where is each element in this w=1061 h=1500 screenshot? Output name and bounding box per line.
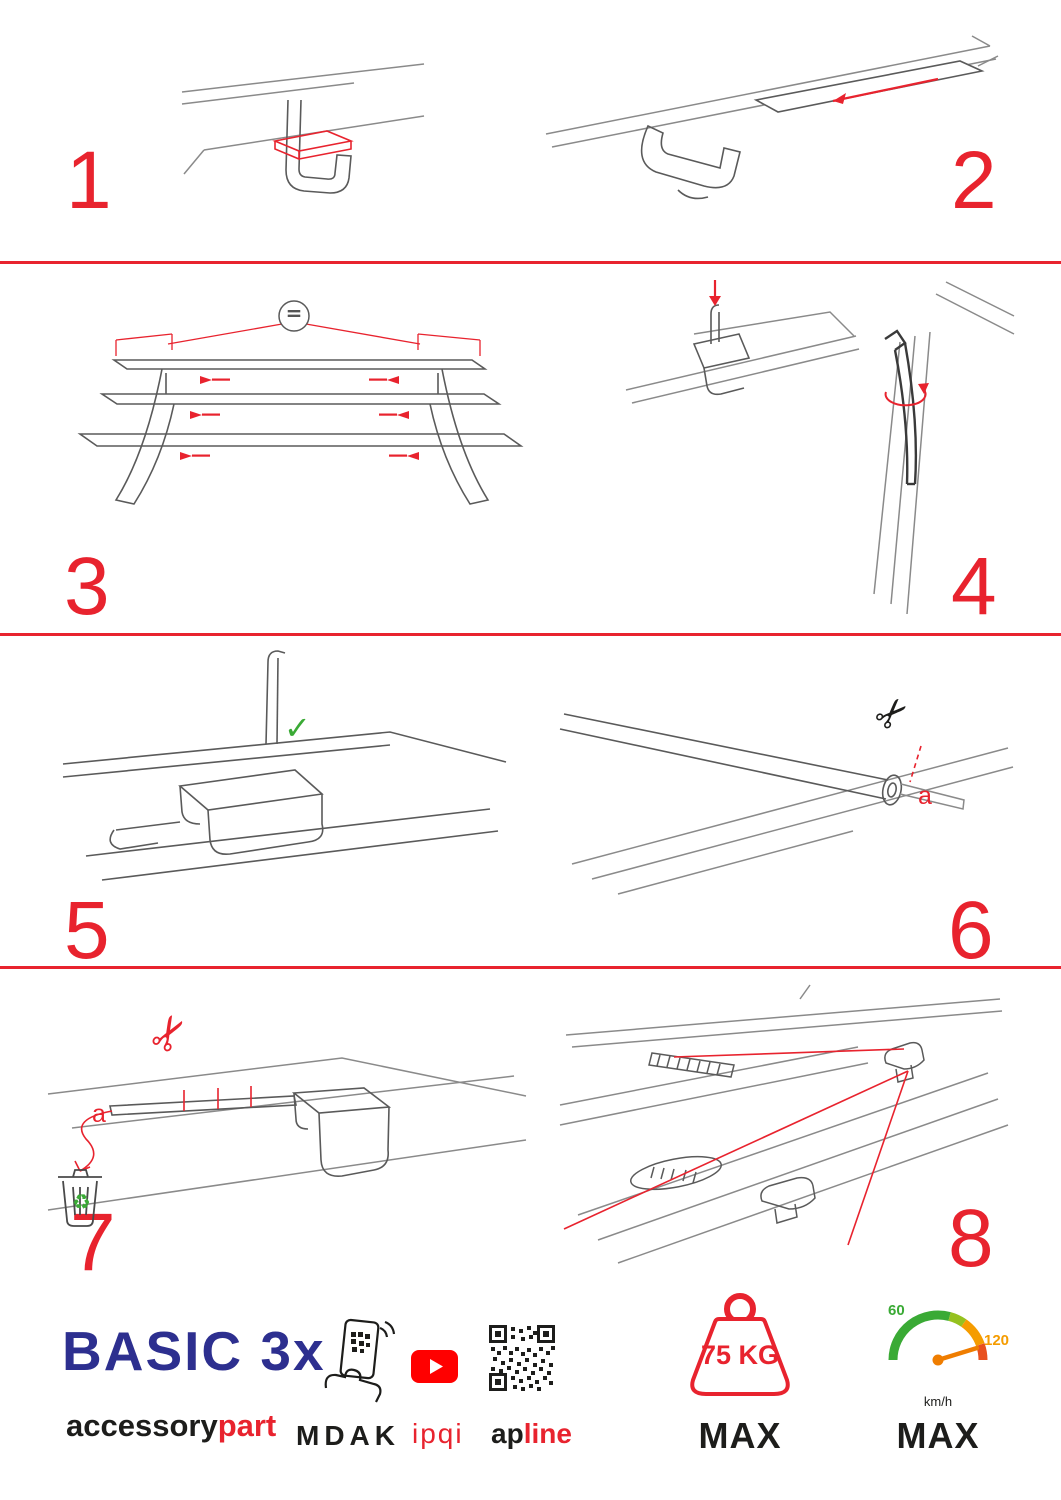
step-2-illustration [545,35,999,200]
rotate-arrow [884,387,927,407]
trash-can-icon [58,1169,102,1227]
step-4-number: 4 [951,541,997,632]
alignment-guides [563,1048,909,1246]
logo-apline: apline [491,1420,572,1448]
section-divider-2 [0,633,1061,636]
product-name: BASIC 3x [62,1320,326,1382]
brand-wordmark: accessorypart [66,1410,276,1441]
logo-ipqi: ipqi [412,1418,464,1449]
recycle-icon: ♻ [72,1190,91,1214]
brand-part-black: accessory [66,1408,218,1443]
equal-spacing-guides [115,323,481,356]
step-5-number: 5 [64,885,110,976]
speedometer-needle [935,1345,980,1363]
step-3-number: 3 [64,541,110,632]
step-1-pad-highlight [272,130,354,161]
step-8-number: 8 [948,1193,994,1284]
equal-circle [278,300,310,332]
brand-part-red: part [217,1408,277,1443]
qr-code [489,1325,555,1391]
section-divider-1 [0,261,1061,264]
logo-apline-red: line [523,1418,572,1449]
weight-limit-value: 75 KG [700,1340,780,1370]
bar-adjust-arrows [180,376,419,460]
speedometer-icon [888,1310,988,1366]
weight-max-label: MAX [698,1415,782,1456]
allen-key [884,329,918,486]
weight-limit-icon [690,1293,790,1396]
step-4-illustration [625,280,1015,615]
speed-max-label: MAX [896,1415,980,1456]
cut-label-a: a [918,782,932,810]
step-5-illustration [62,650,507,881]
speed-tick-60: 60 [888,1302,905,1319]
logo-apline-black: ap [491,1418,524,1449]
speed-tick-120: 120 [984,1332,1010,1349]
logo-mdak: MDAK [296,1420,400,1451]
step-6-illustration [559,713,1014,895]
step-3-illustration [77,300,524,505]
phone-scan-icon [324,1318,396,1403]
step-6-number: 6 [948,885,994,976]
cut-line [909,745,922,783]
check-icon: ✓ [284,709,311,747]
speed-unit-label: km/h [923,1394,953,1409]
step-2-number: 2 [951,135,997,226]
step-7-illustration [47,1057,527,1227]
equal-sign-label: = [285,301,303,325]
step-2-slide-arrow [832,77,939,103]
youtube-icon [411,1350,458,1383]
cut-label-a-2: a [92,1100,106,1128]
step-1-illustration [181,63,425,194]
section-divider-3 [0,966,1061,969]
step-1-number: 1 [66,135,112,226]
step-8-illustration [559,984,1009,1264]
